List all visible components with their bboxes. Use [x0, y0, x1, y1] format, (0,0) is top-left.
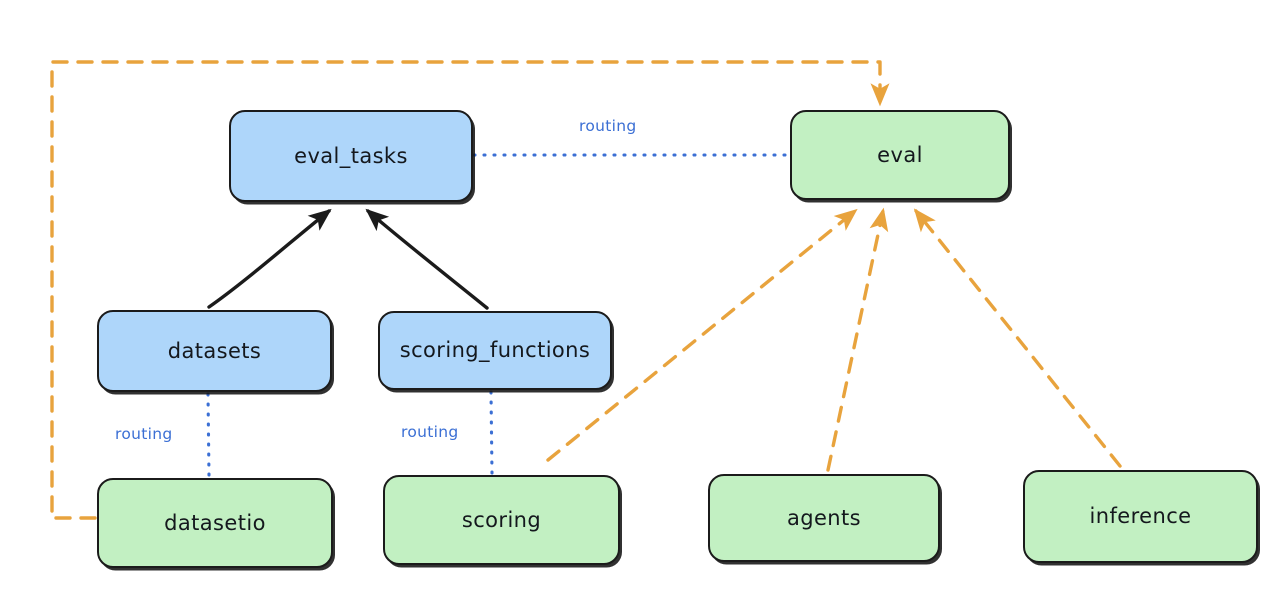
edge-scoring-functions-to-eval-tasks	[365, 208, 489, 310]
node-inference-label: inference	[1089, 504, 1192, 529]
node-agents-label: agents	[786, 505, 861, 530]
edge-scoring-functions-to-scoring	[489, 390, 494, 475]
node-eval-label: eval	[877, 142, 923, 167]
edge-label-routing-eval-tasks-eval: routing	[576, 117, 640, 135]
node-eval-tasks-label: eval_tasks	[294, 143, 408, 168]
node-datasets-label: datasets	[167, 338, 262, 363]
dependency-edges	[207, 208, 489, 310]
node-scoring-label: scoring	[461, 507, 542, 532]
node-eval[interactable]: eval	[790, 110, 1010, 200]
edge-label-routing-datasets-datasetio: routing	[112, 425, 176, 443]
edge-label-routing-scoring-functions-scoring: routing	[398, 423, 462, 441]
node-scoring[interactable]: scoring	[383, 475, 620, 565]
edge-datasets-to-eval-tasks	[207, 208, 332, 309]
node-scoring-functions[interactable]: scoring_functions	[378, 311, 612, 390]
node-agents[interactable]: agents	[708, 474, 940, 562]
node-datasets[interactable]: datasets	[97, 310, 332, 392]
node-inference[interactable]: inference	[1023, 470, 1258, 563]
node-eval-tasks[interactable]: eval_tasks	[229, 110, 473, 202]
node-scoring-functions-label: scoring_functions	[399, 338, 591, 363]
edge-datasets-to-datasetio	[206, 392, 211, 478]
edge-inference-to-eval	[913, 208, 1122, 468]
edge-agents-to-eval	[826, 207, 889, 472]
node-datasetio[interactable]: datasetio	[97, 478, 333, 568]
node-datasetio-label: datasetio	[164, 510, 266, 535]
